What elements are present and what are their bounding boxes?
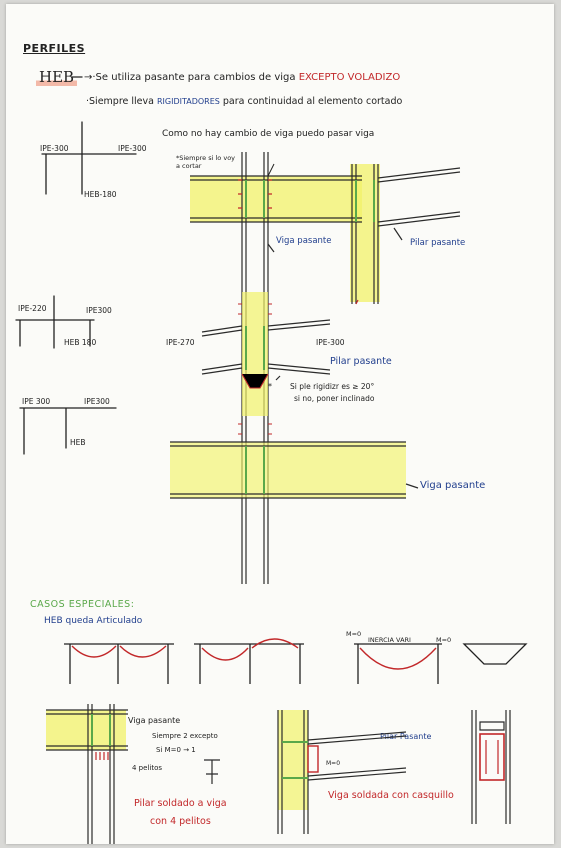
mid-viga-pasante: Viga pasante xyxy=(420,480,486,491)
middle-drawing xyxy=(170,292,419,499)
mid-ipe-left: IPE-270 xyxy=(166,338,195,347)
top-beam-fill xyxy=(190,176,362,222)
mid-asterisk: * xyxy=(268,382,272,391)
engineering-sketches xyxy=(15,76,528,844)
sketch2-frame xyxy=(15,295,95,349)
sketch2-heb: HEB 180 xyxy=(64,338,97,347)
bl-beam-fill xyxy=(46,710,126,750)
special-sketches xyxy=(46,638,528,844)
mid-beam-fill xyxy=(170,442,406,498)
bl-viga-pasante: Viga pasante xyxy=(128,716,181,725)
top-column-fill xyxy=(350,164,380,302)
special-title: CASOS ESPECIALES: xyxy=(30,599,135,610)
note2-suffix: para continuidad al elemento cortado xyxy=(222,96,403,107)
bl-caption-2: con 4 pelitos xyxy=(150,816,211,827)
sketch1-frame xyxy=(41,121,137,195)
bm-caption: Viga soldada con casquillo xyxy=(328,790,454,801)
sketch1-heb: HEB-180 xyxy=(84,190,117,199)
sketch2-ipe-left: IPE-220 xyxy=(18,304,47,313)
bl-caption-1: Pilar soldado a viga xyxy=(134,798,227,809)
heb-label: HEB xyxy=(36,68,78,86)
m0-left: M=0 xyxy=(346,630,362,638)
mid-note2: si no, poner inclinado xyxy=(294,394,375,403)
note-line-1: →·Se utiliza pasante para cambios de vig… xyxy=(84,72,400,83)
sketch1-ipe-left: IPE-300 xyxy=(40,144,69,153)
note1-text: →·Se utiliza pasante para cambios de vig… xyxy=(84,72,296,83)
bl-si-m: Si M=0 → 1 xyxy=(156,746,196,754)
bl-siempre: Siempre 2 excepto xyxy=(152,732,218,740)
bm-column-fill xyxy=(278,710,308,810)
note-line-2: ·Siempre lleva RIGIDITADORES para contin… xyxy=(86,96,402,107)
sketch3-heb: HEB xyxy=(70,438,86,447)
notebook-page: PERFILES HEB →·Se utiliza pasante para c… xyxy=(6,4,554,844)
sketch2-ipe-right: IPE300 xyxy=(86,306,112,315)
note1-highlight: EXCEPTO VOLADIZO xyxy=(298,72,401,83)
mid-pilar-pasante: Pilar pasante xyxy=(330,356,392,367)
special-subtitle: HEB queda Articulado xyxy=(44,616,143,626)
bm-m0: M=0 xyxy=(326,760,341,767)
top-note: *Siempre si lo voy a cortar xyxy=(176,154,236,170)
top-viga-pasante: Viga pasante xyxy=(276,236,332,246)
sketch3-ipe-left: IPE 300 xyxy=(22,397,51,406)
inercia-label: INERCIA VARI xyxy=(368,636,411,644)
sketch1-ipe-right: IPE-300 xyxy=(118,144,147,153)
note2-highlight: RIGIDITADORES xyxy=(156,97,220,106)
page-title: PERFILES xyxy=(23,42,86,55)
m0-right: M=0 xyxy=(436,636,452,644)
top-drawing xyxy=(190,152,461,584)
sketch3-frame xyxy=(19,407,117,455)
sketch3-ipe-right: IPE300 xyxy=(84,397,110,406)
mid-ipe-right: IPE-300 xyxy=(316,338,345,347)
top-caption: Como no hay cambio de viga puedo pasar v… xyxy=(162,129,375,139)
mid-note1: Si ple rigidizr es ≥ 20° xyxy=(290,382,375,391)
note2-prefix: ·Siempre lleva xyxy=(86,96,154,107)
top-pilar-pasante: Pilar pasante xyxy=(410,238,466,248)
bl-pelitos: 4 pelitos xyxy=(132,764,162,772)
